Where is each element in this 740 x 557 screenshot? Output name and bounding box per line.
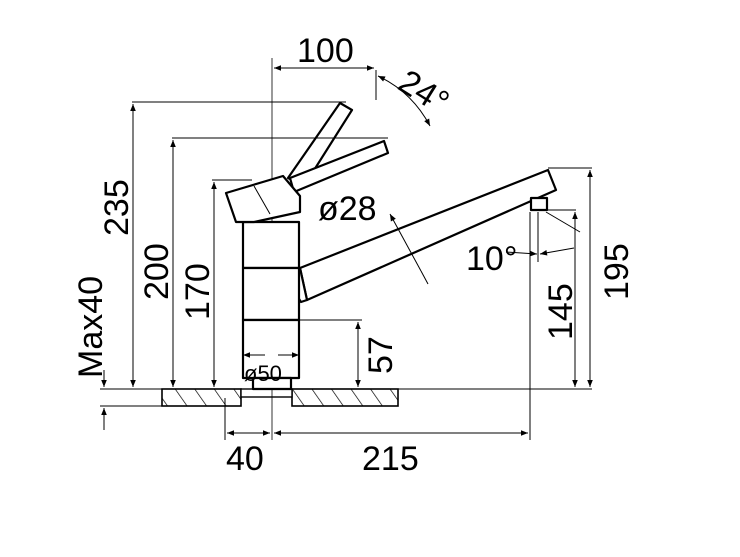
label-outlet-angle: 10° — [466, 240, 517, 278]
cartridge-head — [224, 174, 302, 224]
dim-body-height: 170 — [179, 179, 252, 387]
dim-lever-height: 200 — [138, 137, 388, 387]
label-spout-diameter: ø28 — [318, 190, 377, 228]
dim-outlet-angle: 10° — [466, 211, 581, 278]
dim-spout-reach: 100 — [274, 32, 377, 100]
label-total-height: 235 — [98, 179, 136, 236]
label-lever-height: 200 — [138, 243, 176, 300]
label-spout-projection: 215 — [362, 440, 419, 478]
dim-spout-height: 195 — [548, 167, 636, 387]
dim-lever-angle: 24° — [377, 63, 456, 127]
label-spout-reach: 100 — [297, 32, 354, 70]
label-hole-offset: 40 — [226, 440, 264, 478]
label-outlet-height: 145 — [542, 283, 580, 340]
countertop-left-slab — [161, 388, 242, 407]
dim-total-height: 235 — [98, 101, 346, 387]
label-spout-height: 195 — [598, 243, 636, 300]
label-max-deck: Max40 — [72, 276, 110, 378]
countertop — [100, 388, 592, 407]
mounting-hole — [240, 388, 293, 398]
label-base-height: 57 — [362, 336, 400, 374]
dim-hole-offset: 40 — [224, 398, 270, 478]
label-lever-angle: 24° — [392, 63, 456, 122]
spout-outlet-aerator — [529, 196, 549, 212]
dim-max-deck: Max40 — [72, 276, 162, 430]
dim-spout-diameter: ø28 — [318, 190, 429, 285]
dim-base-height: 57 — [300, 319, 400, 387]
label-body-height: 170 — [179, 263, 217, 320]
dim-spout-projection: 215 — [274, 212, 531, 478]
faucet-body — [241, 220, 301, 391]
dim-base-diameter: ø50 — [243, 352, 299, 386]
base-ring — [251, 376, 293, 391]
countertop-right-slab — [291, 388, 399, 407]
label-base-diameter: ø50 — [244, 361, 282, 386]
dim-outlet-height: 145 — [530, 209, 580, 387]
